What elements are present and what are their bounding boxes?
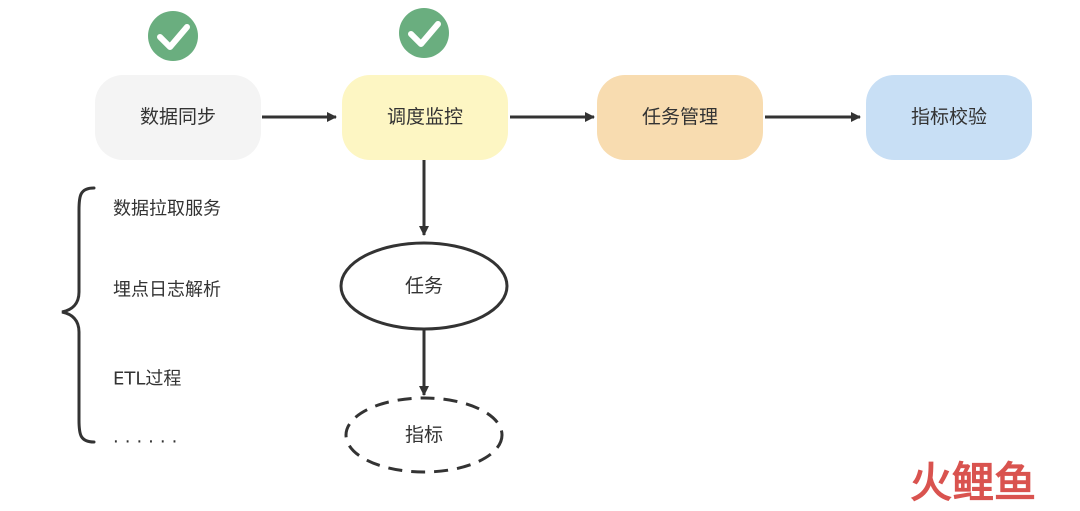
source-list-item: ETL过程 (113, 369, 181, 390)
metric-node: 指标 (344, 396, 504, 474)
source-list-item: 数据拉取服务 (113, 199, 221, 220)
check-icon (148, 11, 198, 61)
source-list-item: ······ (113, 432, 183, 453)
check-icon (399, 8, 449, 58)
step-schedule-monitor: 调度监控 (342, 75, 508, 160)
watermark-logo: 火鲤鱼 (910, 458, 1036, 507)
step-label: 调度监控 (387, 106, 463, 128)
step-task-management: 任务管理 (597, 75, 763, 160)
step-label: 指标校验 (911, 106, 987, 128)
task-label: 任务 (405, 275, 443, 297)
step-label: 任务管理 (642, 106, 718, 128)
metric-label: 指标 (405, 424, 443, 446)
brace-icon (61, 186, 96, 444)
step-data-sync: 数据同步 (95, 75, 261, 160)
task-node: 任务 (339, 241, 509, 331)
source-list-item: 埋点日志解析 (113, 280, 221, 301)
step-label: 数据同步 (140, 106, 216, 128)
step-metric-validation: 指标校验 (866, 75, 1032, 160)
